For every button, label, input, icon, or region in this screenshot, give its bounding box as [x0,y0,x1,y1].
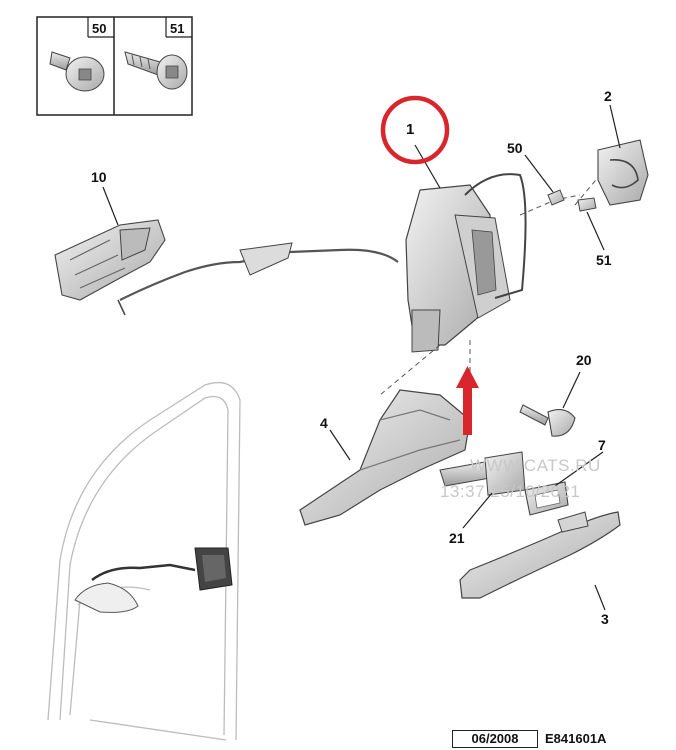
watermark-site: WWW.CATS.RU [470,456,601,475]
callout-leader-lines [102,104,621,611]
screw-50-icon [547,189,565,206]
callout-51: 51 [596,252,612,268]
callout-3: 3 [601,611,609,627]
callout-20: 20 [576,352,592,368]
screw-51-near-icon [577,197,597,212]
door-panel [47,381,241,741]
part-1-lock-actuator [405,173,527,353]
part-10-inner-handle [54,219,166,301]
watermark-timestamp: 13:37 25/10/2021 [440,482,581,501]
inset-label-51: 51 [170,21,185,36]
inset-label-50: 50 [92,21,107,36]
fastener-inset [36,16,193,116]
part-7-bezel [524,481,569,516]
bolt-50-icon [49,51,105,92]
release-cable [119,248,399,301]
callout-2: 2 [604,88,612,104]
footer-reference: E841601A [545,731,607,746]
part-4-handle-carrier [299,389,471,526]
part-21-lock-cylinder [439,451,526,496]
part-3-outer-handle [459,511,621,599]
highlight-circle [380,95,450,165]
callout-4: 4 [320,415,328,431]
door-handle-mechanism [74,547,233,613]
callout-10: 10 [91,169,107,185]
red-arrow-icon [456,366,479,435]
callout-21: 21 [449,530,465,546]
footer-date: 06/2008 [452,730,538,748]
callout-7: 7 [598,437,606,453]
part-20-key-icon [519,404,576,437]
callout-50: 50 [507,140,523,156]
part-2-striker [597,139,649,206]
callout-1: 1 [406,121,415,138]
screw-51-icon [124,51,188,90]
